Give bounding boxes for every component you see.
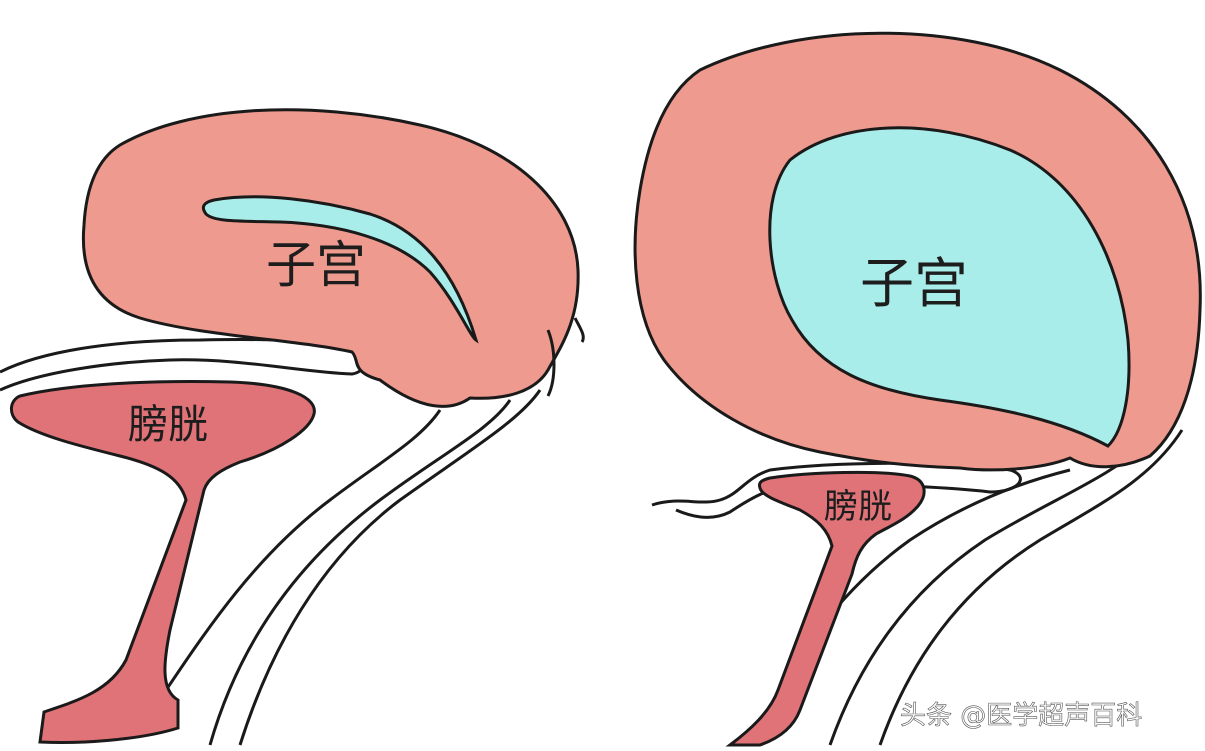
- left-uterine-cavity: [201, 195, 479, 344]
- left-uterus-notch: [546, 317, 585, 397]
- left-vaginal-canal-outline-a: [148, 409, 442, 715]
- right-uterine-cavity: [768, 126, 1131, 448]
- left-bladder: [10, 380, 316, 744]
- left-uterus-wall: [81, 108, 580, 408]
- right-bladder: [725, 470, 926, 747]
- right-pelvic-outline-top: [651, 461, 1022, 519]
- left-bladder-label: 膀胱: [128, 402, 208, 448]
- right-uterus-label: 子宫: [860, 252, 968, 315]
- right-rectum-outline: [828, 438, 1152, 746]
- right-diagram: 子宫 膀胱: [633, 31, 1202, 747]
- left-rectum-outline: [208, 399, 512, 746]
- left-uterus-label: 子宫: [266, 236, 366, 294]
- right-bladder-label: 膀胱: [824, 487, 892, 527]
- left-diagram: 子宫 膀胱: [0, 108, 585, 746]
- right-vaginal-canal-outline-b: [878, 429, 1184, 746]
- watermark-text: 头条 @医学超声百科: [900, 701, 1142, 731]
- left-vaginal-canal-outline-b: [238, 389, 542, 746]
